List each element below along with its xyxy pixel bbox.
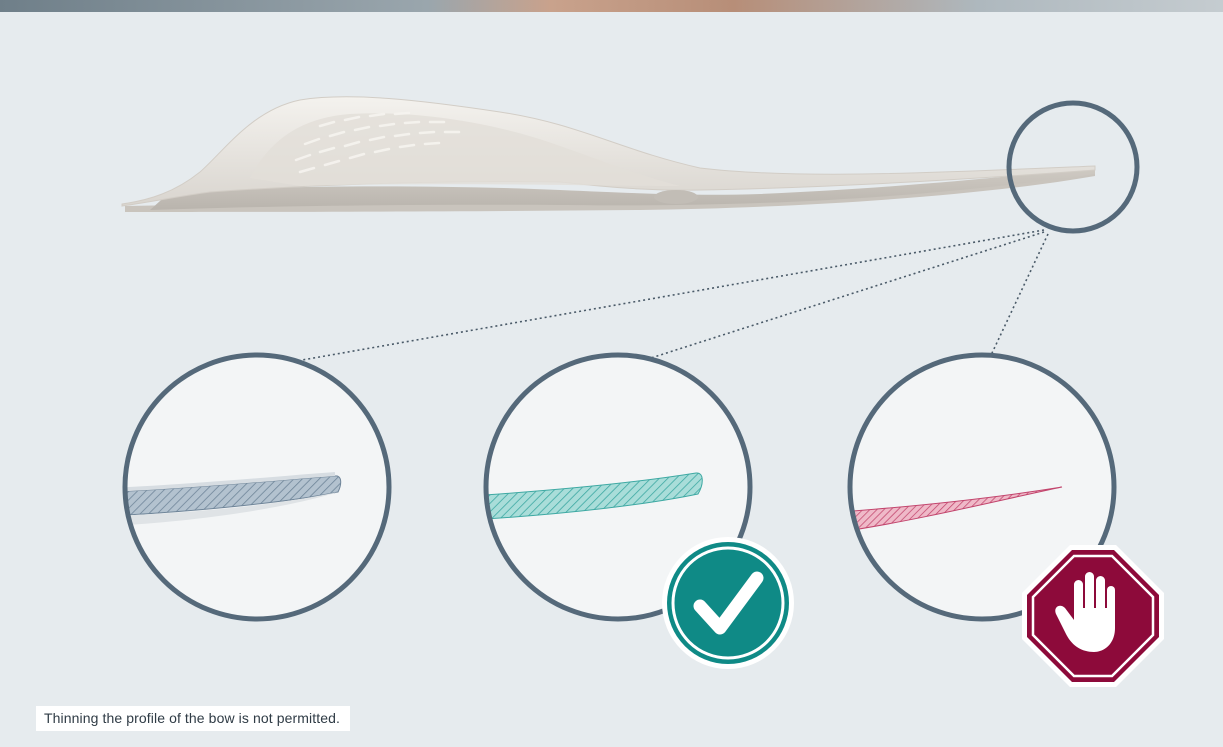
insole-image: [122, 97, 1095, 212]
checkmark-icon: [662, 537, 794, 669]
connector-lines: [268, 230, 1048, 368]
caption-text: Thinning the profile of the bow is not p…: [36, 706, 350, 731]
profile-example-thinned: [840, 355, 1164, 687]
profile-example-original: [110, 355, 389, 619]
profile-example-acceptable: [470, 355, 794, 669]
